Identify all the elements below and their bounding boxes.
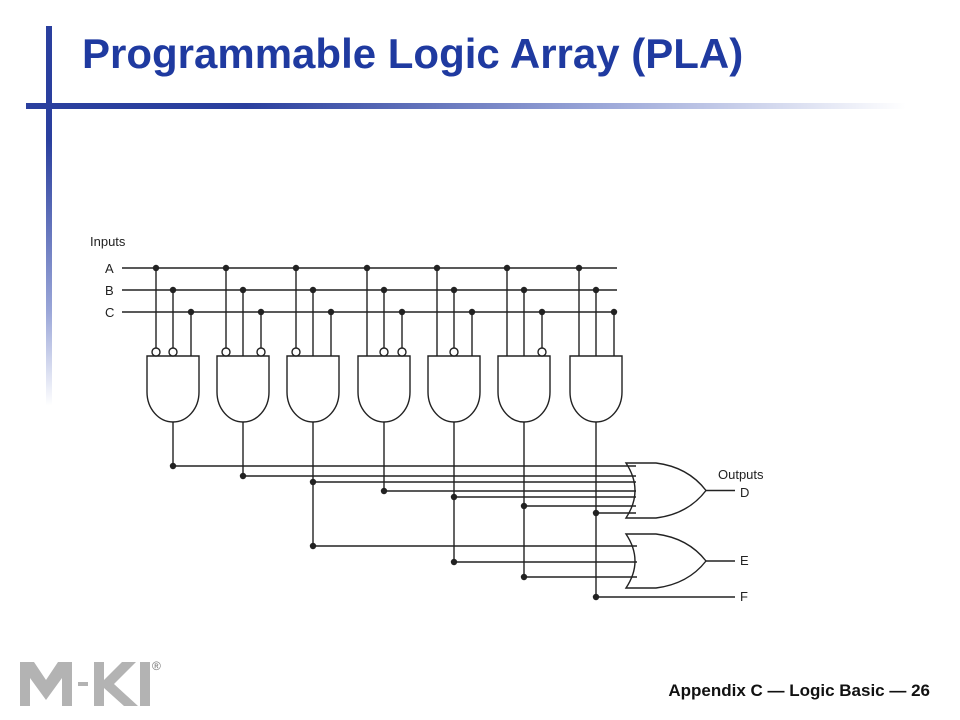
or-plane-connection-dot <box>450 558 458 566</box>
input-connection-dot <box>187 308 195 316</box>
input-connection-dot <box>363 264 371 272</box>
or-plane-connection-dot <box>169 462 177 470</box>
or-gate-d <box>624 462 707 519</box>
input-connection-dot <box>503 264 511 272</box>
input-connection-dot <box>450 286 458 294</box>
input-connection-dot <box>520 286 528 294</box>
or-plane-connection-dot <box>309 478 317 486</box>
or-plane-connection-dot <box>592 509 600 517</box>
input-connection-dot <box>575 264 583 272</box>
and-gate-6 <box>497 355 551 423</box>
connection-dots <box>152 264 618 601</box>
inversion-bubble <box>221 347 231 357</box>
input-connection-dot <box>468 308 476 316</box>
input-label-c: C <box>105 305 114 320</box>
and-gate-2 <box>216 355 270 423</box>
or-plane-connection-dot <box>520 573 528 581</box>
inversion-bubble <box>449 347 459 357</box>
slide-footer: Appendix C — Logic Basic — 26 <box>668 681 930 700</box>
and-gates <box>146 268 623 436</box>
input-connection-dot <box>610 308 618 316</box>
input-connection-dot <box>292 264 300 272</box>
input-connection-dot <box>152 264 160 272</box>
or-plane-connection-dot <box>592 593 600 601</box>
input-connection-dot <box>169 286 177 294</box>
and-gate-3 <box>286 355 340 423</box>
input-connection-dot <box>380 286 388 294</box>
outputs-label: Outputs <box>718 467 764 482</box>
publisher-logo-icon: ® <box>20 659 161 706</box>
or-gate-e <box>624 533 707 589</box>
or-gates <box>624 462 735 589</box>
and-gate-5 <box>427 355 481 423</box>
or-plane-connection-dot <box>309 542 317 550</box>
input-label-b: B <box>105 283 114 298</box>
and-gate-1 <box>146 355 200 423</box>
or-plane-connection-dot <box>520 502 528 510</box>
inversion-bubble <box>291 347 301 357</box>
input-connection-dot <box>398 308 406 316</box>
and-gate-7 <box>569 355 623 423</box>
input-lines <box>122 267 617 313</box>
input-connection-dot <box>222 264 230 272</box>
inversion-bubble <box>256 347 266 357</box>
title-horizontal-accent-bar <box>26 103 906 109</box>
slide-title: Programmable Logic Array (PLA) <box>82 30 744 77</box>
or-plane <box>172 436 735 598</box>
inversion-bubble <box>397 347 407 357</box>
or-plane-connection-dot <box>239 472 247 480</box>
input-connection-dot <box>433 264 441 272</box>
output-label-f: F <box>740 589 748 604</box>
input-connection-dot <box>538 308 546 316</box>
registered-mark: ® <box>152 659 161 673</box>
and-gate-4 <box>357 355 411 423</box>
inputs-label: Inputs <box>90 234 126 249</box>
input-label-a: A <box>105 261 114 276</box>
inversion-bubble <box>151 347 161 357</box>
input-connection-dot <box>257 308 265 316</box>
inversion-bubble <box>537 347 547 357</box>
input-connection-dot <box>239 286 247 294</box>
output-label-d: D <box>740 485 749 500</box>
title-vertical-accent-bar <box>46 26 52 406</box>
output-label-e: E <box>740 553 749 568</box>
inversion-bubble <box>168 347 178 357</box>
or-plane-connection-dot <box>450 493 458 501</box>
inversion-bubble <box>379 347 389 357</box>
input-connection-dot <box>327 308 335 316</box>
input-connection-dot <box>309 286 317 294</box>
or-plane-connection-dot <box>380 487 388 495</box>
input-connection-dot <box>592 286 600 294</box>
